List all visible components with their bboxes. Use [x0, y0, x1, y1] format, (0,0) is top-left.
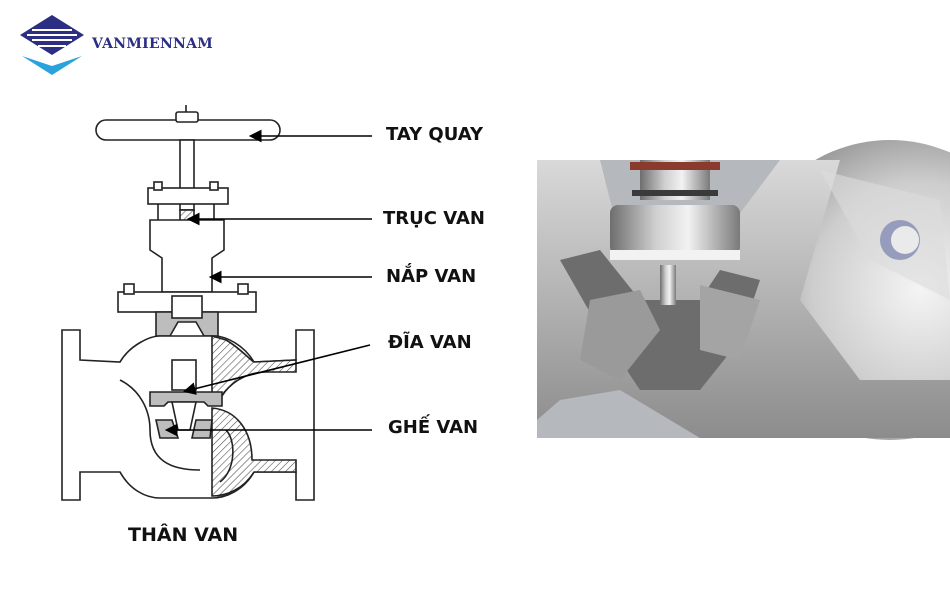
label-handwheel: TAY QUAY [386, 124, 483, 145]
disc-icon [149, 359, 223, 431]
handwheel-icon [95, 105, 281, 141]
valve-cross-section-drawing [61, 105, 315, 501]
leader-lines [164, 129, 372, 437]
label-body: THÂN VAN [128, 524, 239, 546]
label-seat: GHẾ VAN [388, 417, 479, 438]
leader-disc [182, 344, 371, 395]
valve-cutaway-photo [537, 140, 950, 440]
brand-name: VANMIENNAM [92, 36, 214, 52]
label-stem: TRỤC VAN [383, 208, 485, 229]
bonnet-icon [117, 283, 257, 337]
brand-logo-icon [20, 15, 84, 75]
label-disc: ĐĨA VAN [388, 332, 472, 353]
label-bonnet: NẮP VAN [386, 266, 477, 287]
